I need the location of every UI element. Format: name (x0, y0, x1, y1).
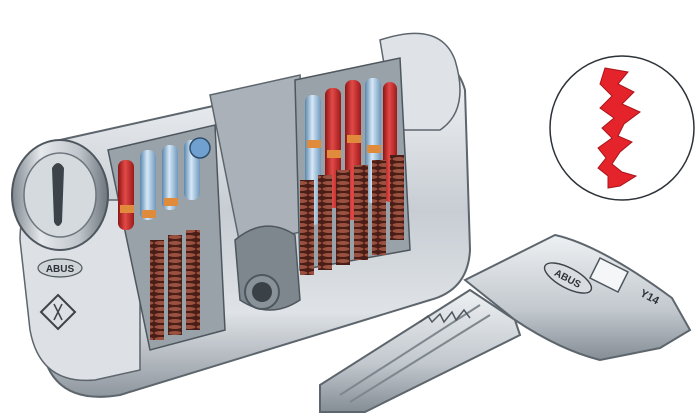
right-pin-stack (300, 78, 404, 275)
spring (300, 180, 314, 275)
key-hole (588, 256, 630, 294)
lock-cylinder: ABUS (11, 32, 472, 398)
pin (162, 145, 178, 210)
spring (318, 175, 332, 270)
spring (168, 235, 182, 335)
pin (140, 150, 156, 220)
spring (336, 170, 350, 265)
lock-brand-plate: ABUS (37, 258, 83, 331)
key-profile-inset (549, 55, 695, 201)
spring (390, 155, 404, 240)
side-bar-element (189, 137, 211, 159)
keyway-slot (52, 163, 64, 226)
key-profile-shape (597, 67, 641, 189)
key-blade (319, 288, 522, 413)
left-pin-stack (118, 137, 211, 340)
key: ABUS Y14 (319, 233, 692, 413)
certification-mark-icon (39, 293, 77, 331)
pin (118, 160, 134, 230)
key-cuts (419, 308, 471, 324)
spring (186, 230, 200, 330)
key-bow (463, 233, 692, 362)
lock-brand-label: ABUS (46, 264, 75, 275)
spring (150, 240, 164, 340)
spring (372, 160, 386, 255)
spring (354, 165, 368, 260)
